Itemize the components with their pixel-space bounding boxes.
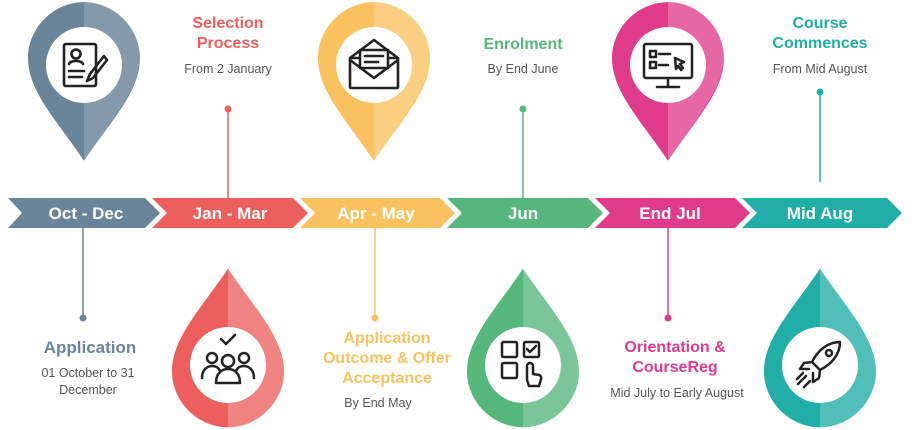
period-label-jun: Jun [508,204,538,223]
stage-date-orientation: Mid July to Early August [610,386,744,400]
connector-dot-mid-aug [816,88,824,96]
pin-application-outcome [318,0,430,163]
stage-date-outcome: By End May [344,396,412,410]
stage-date-enrolment: By End June [487,62,559,76]
group-icon [200,333,256,385]
stage-title-outcome: Application Outcome & Offer Acceptance [322,330,451,387]
stage-title-application: Application [43,338,137,357]
stage-date-course: From Mid August [772,62,868,76]
segment-jan-mar [152,198,308,228]
pin-application [28,0,140,163]
stage-date-selection: From 2 January [184,62,272,76]
segment-jun [447,198,603,228]
stage-title-orientation: Orientation & CourseReg [624,339,726,376]
pin-enrolment [467,265,579,428]
connector-dot-jan-mar [224,105,232,113]
stage-title-selection: Selection Process [192,15,264,52]
connector-dot-apr-may [371,314,379,322]
segment-end-jul [595,198,750,228]
pin-course-commences [764,265,876,428]
period-label-oct-dec: Oct - Dec [49,204,124,223]
monitor-icon [642,42,694,89]
period-label-mid-aug: Mid Aug [787,204,853,223]
pin-orientation [612,0,724,163]
connector-dot-oct-dec [79,314,87,322]
connector-dot-end-jul [664,314,672,322]
stage-title-course: Course Commences [772,15,868,52]
connectors [79,88,824,322]
connector-dot-jun [519,105,527,113]
segment-oct-dec [8,198,160,228]
pin-selection-process [172,265,284,428]
period-label-end-jul: End Jul [639,204,700,223]
period-label-jan-mar: Jan - Mar [193,204,268,223]
select-grid-icon [500,340,543,388]
segment-mid-aug [742,198,902,228]
period-label-apr-may: Apr - May [337,204,415,223]
rocket-icon [795,340,842,389]
stage-date-application: 01 October to 31 December [41,366,135,397]
envelope-icon [348,38,400,90]
resume-icon [62,42,109,88]
segment-apr-may [300,198,455,228]
timeline-bar [8,198,902,228]
stage-title-enrolment: Enrolment [483,36,563,53]
